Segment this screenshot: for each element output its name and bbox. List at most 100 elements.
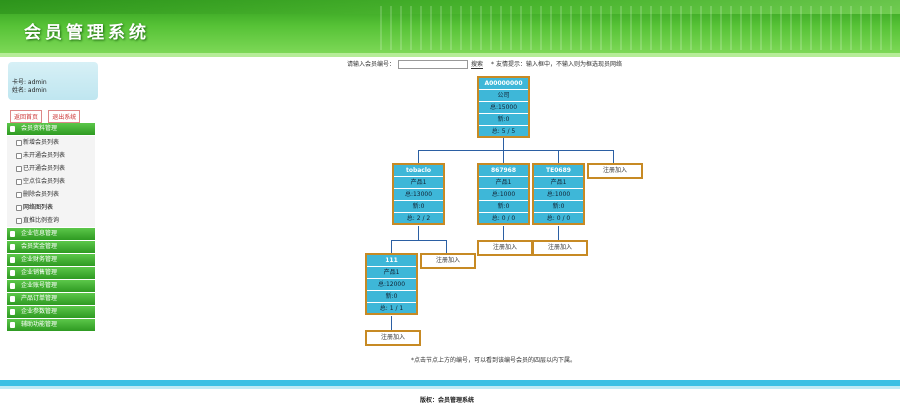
sidebar-menu: 会员资料管理 新增会员列表 未开通会员列表 已开通会员列表 空点位会员列表 删除… xyxy=(7,123,95,332)
node-total: 总:1000 xyxy=(534,189,583,201)
menu-sub-referral[interactable]: 直推比例查询 xyxy=(7,214,95,227)
top-button-row: 返回首页 退出系统 xyxy=(10,110,84,123)
tree-connector xyxy=(391,240,392,253)
menu-accounts[interactable]: 企业账号管理 xyxy=(7,280,95,292)
node-product: 产品1 xyxy=(479,177,528,189)
bullet-icon xyxy=(16,166,22,172)
home-button[interactable]: 返回首页 xyxy=(10,110,43,123)
menu-sales[interactable]: 企业销售管理 xyxy=(7,267,95,279)
register-join-button[interactable]: 注册加入 xyxy=(532,240,588,256)
search-label: 请输入会员编号： xyxy=(347,61,396,68)
bullet-icon xyxy=(16,218,22,224)
node-new: 新:0 xyxy=(479,201,528,213)
footer-bar-light xyxy=(0,386,900,389)
header-band xyxy=(0,0,900,14)
menu-member-profile[interactable]: 会员资料管理 xyxy=(7,123,95,135)
bullet-icon xyxy=(16,153,22,159)
node-product: 公司 xyxy=(479,90,528,102)
tree-connector xyxy=(503,138,504,150)
menu-sub-new-members[interactable]: 新增会员列表 xyxy=(7,136,95,149)
user-name: 姓名: admin xyxy=(12,87,47,94)
tree-connector xyxy=(503,226,504,240)
folder-icon xyxy=(10,231,15,237)
footer-bar xyxy=(0,380,900,386)
tree-node-root: A00000000 公司 总:15000 新:0 总: 5 / 5 xyxy=(477,76,530,138)
node-new: 新:0 xyxy=(534,201,583,213)
folder-icon xyxy=(10,322,15,328)
node-id-link[interactable]: tobaclo xyxy=(394,165,443,177)
tree-connector xyxy=(418,150,613,151)
header-divider xyxy=(0,53,900,57)
tree-connector xyxy=(418,226,419,240)
folder-icon xyxy=(10,244,15,250)
menu-sub-deleted[interactable]: 删除会员列表 xyxy=(7,188,95,201)
folder-icon xyxy=(10,283,15,289)
menu-auxiliary[interactable]: 辅助功能管理 xyxy=(7,319,95,331)
node-new: 新:0 xyxy=(394,201,443,213)
menu-sub-activated[interactable]: 已开通会员列表 xyxy=(7,162,95,175)
bullet-icon xyxy=(16,140,22,146)
search-hint: * 友情提示：输入框中，不输入则为框选现员网络 xyxy=(491,61,622,68)
tree-connector xyxy=(558,150,559,163)
node-id-link[interactable]: A00000000 xyxy=(479,78,528,90)
copyright-text: 版权：会员管理系统 xyxy=(420,397,475,404)
bullet-icon xyxy=(16,205,22,211)
menu-bonus[interactable]: 会员奖金管理 xyxy=(7,241,95,253)
tree-connector xyxy=(613,150,614,163)
tree-connector xyxy=(558,226,559,240)
folder-icon xyxy=(10,126,15,132)
user-card-number: 卡号: admin xyxy=(12,79,47,86)
node-total: 总:15000 xyxy=(479,102,528,114)
bullet-icon xyxy=(16,192,22,198)
folder-icon xyxy=(10,309,15,315)
node-product: 产品1 xyxy=(394,177,443,189)
node-total: 总:12000 xyxy=(367,279,416,291)
menu-sub-empty-slot[interactable]: 空点位会员列表 xyxy=(7,175,95,188)
folder-icon xyxy=(10,257,15,263)
world-map-graphic xyxy=(380,6,900,50)
node-count: 总: 5 / 5 xyxy=(491,128,516,135)
app-title: 会员管理系统 xyxy=(24,23,150,43)
logout-button[interactable]: 退出系统 xyxy=(48,110,81,123)
node-count: 总: 0 / 0 xyxy=(491,215,516,222)
node-count: 总: 1 / 1 xyxy=(379,305,404,312)
register-join-button[interactable]: 注册加入 xyxy=(477,240,533,256)
node-id-link[interactable]: 867968 xyxy=(479,165,528,177)
node-new: 新:0 xyxy=(367,291,416,303)
header-banner: 会员管理系统 xyxy=(0,0,900,57)
tree-connector xyxy=(391,240,447,241)
user-info-panel: 卡号: admin 姓名: admin xyxy=(8,62,98,100)
menu-orders[interactable]: 产品订单管理 xyxy=(7,293,95,305)
menu-enterprise-info[interactable]: 企业信息管理 xyxy=(7,228,95,240)
node-product: 产品1 xyxy=(367,267,416,279)
folder-icon xyxy=(10,296,15,302)
tree-node-child: TE0689 产品1 总:1000 新:0 总: 0 / 0 xyxy=(532,163,585,225)
register-join-button[interactable]: 注册加入 xyxy=(365,330,421,346)
node-count: 总: 2 / 2 xyxy=(406,215,431,222)
register-join-button[interactable]: 注册加入 xyxy=(587,163,643,179)
node-total: 总:1000 xyxy=(479,189,528,201)
tree-node-child: 867968 产品1 总:1000 新:0 总: 0 / 0 xyxy=(477,163,530,225)
register-join-button[interactable]: 注册加入 xyxy=(420,253,476,269)
footer: 版权：会员管理系统 xyxy=(0,380,900,405)
menu-sub-unactivated[interactable]: 未开通会员列表 xyxy=(7,149,95,162)
menu-finance[interactable]: 企业财务管理 xyxy=(7,254,95,266)
node-id-link[interactable]: TE0689 xyxy=(534,165,583,177)
tree-node-grandchild: 111 产品1 总:12000 新:0 总: 1 / 1 xyxy=(365,253,418,315)
folder-icon xyxy=(10,270,15,276)
tree-connector xyxy=(503,150,504,163)
tree-connector xyxy=(446,240,447,253)
menu-params[interactable]: 企业参数管理 xyxy=(7,306,95,318)
menu-sub-network[interactable]: 网络图列表 xyxy=(7,201,95,214)
member-search-bar: 请输入会员编号： 搜索 * 友情提示：输入框中，不输入则为框选现员网络 xyxy=(347,59,622,69)
search-button[interactable]: 搜索 xyxy=(471,61,484,69)
tree-connector xyxy=(418,150,419,163)
member-id-input[interactable] xyxy=(398,60,469,69)
node-new: 新:0 xyxy=(479,114,528,126)
bullet-icon xyxy=(16,179,22,185)
tree-node-child: tobaclo 产品1 总:13000 新:0 总: 2 / 2 xyxy=(392,163,445,225)
node-count: 总: 0 / 0 xyxy=(546,215,571,222)
node-product: 产品1 xyxy=(534,177,583,189)
node-id-link[interactable]: 111 xyxy=(367,255,416,267)
tree-usage-note: *点击节点上方的编号，可以看到该编号会员的四层以内下属。 xyxy=(411,357,577,364)
